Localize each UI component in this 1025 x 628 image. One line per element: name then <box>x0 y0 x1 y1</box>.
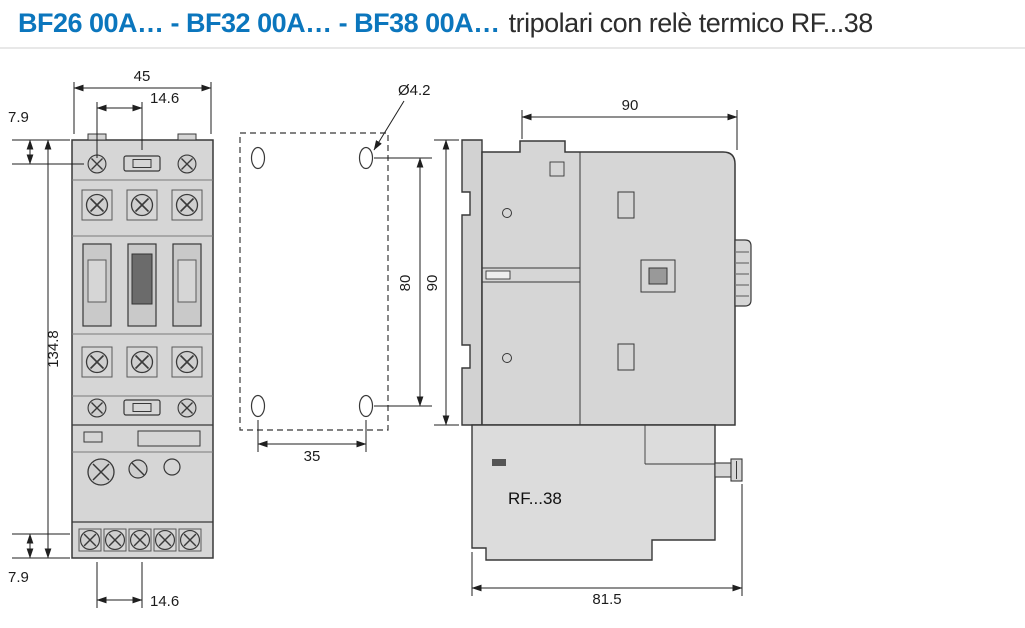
dimension-offset-bottom-14-6: 14.6 <box>96 562 179 610</box>
drilling-plan-drawing <box>239 132 389 431</box>
fixing-hole <box>358 146 374 170</box>
screw-icon <box>175 193 199 217</box>
screw-icon <box>129 529 151 551</box>
front-view-dimensions: 45 14.6 7.9 134.8 7.9 <box>8 68 212 610</box>
dim-label-height: 134.8 <box>45 330 62 368</box>
dim-label-side-height: 90 <box>424 275 441 292</box>
dim-label-margin-top: 7.9 <box>8 109 29 126</box>
relay-reset-button <box>128 459 148 479</box>
dimension-horizontal-pitch-35: 35 <box>257 420 367 465</box>
screw-icon <box>154 529 176 551</box>
screw-icon <box>130 193 154 217</box>
side-view-dimensions: 90 90 81.5 <box>424 97 743 608</box>
dimension-hole-diameter: Ø4.2 <box>373 82 431 151</box>
relay-label: RF...38 <box>508 489 562 508</box>
mounting-flange <box>461 139 483 426</box>
screw-icon <box>85 193 109 217</box>
screw-icon <box>177 398 197 418</box>
dimension-offset-top-14-6: 14.6 <box>96 90 179 158</box>
dimension-height-134-8: 134.8 <box>12 139 70 559</box>
dim-label-offset-bottom: 14.6 <box>150 593 179 610</box>
contactor-side-body <box>481 140 736 426</box>
screw-icon <box>104 529 126 551</box>
relay-adjust-dial <box>87 458 115 486</box>
dimension-side-height-90: 90 <box>424 139 459 426</box>
dimension-side-width-90: 90 <box>521 97 738 150</box>
relay-test-button <box>163 458 181 476</box>
bottom-latch <box>123 399 161 416</box>
screw-icon <box>79 529 101 551</box>
dim-label-hole-diameter: Ø4.2 <box>398 82 431 99</box>
relay-marker <box>492 459 506 466</box>
screw-icon <box>175 350 199 374</box>
screw-icon <box>177 154 197 174</box>
screw-icon <box>130 350 154 374</box>
dimension-side-depth-81-5: 81.5 <box>471 484 743 608</box>
dim-label-margin-bottom: 7.9 <box>8 569 29 586</box>
center-pole <box>131 253 153 305</box>
relay-terminal-screw <box>714 462 732 478</box>
dim-label-horizontal-pitch: 35 <box>304 448 321 465</box>
drilling-plan-dimensions: Ø4.2 80 35 <box>257 82 432 465</box>
drilling-plan-outline <box>239 132 389 431</box>
side-view-drawing: RF...38 <box>461 139 752 561</box>
title-model-codes: BF26 00A… - BF32 00A… - BF38 00A… <box>18 8 500 38</box>
dim-label-vertical-pitch: 80 <box>397 275 414 292</box>
dimension-width-45: 45 <box>73 68 212 134</box>
title-subtitle: tripolari con relè termico RF...38 <box>508 8 874 38</box>
side-terminal-block <box>734 239 752 307</box>
top-latch <box>123 155 161 172</box>
dim-label-side-width: 90 <box>622 97 639 114</box>
page-title: BF26 00A… - BF32 00A… - BF38 00A… tripola… <box>18 8 1015 39</box>
fixing-hole <box>250 146 266 170</box>
fixing-hole <box>358 394 374 418</box>
dim-label-width: 45 <box>134 68 151 85</box>
screw-icon <box>87 398 107 418</box>
dimension-vertical-pitch-80: 80 <box>374 157 432 407</box>
dim-label-offset-top: 14.6 <box>150 90 179 107</box>
screw-icon <box>85 350 109 374</box>
front-view-drawing <box>71 133 214 559</box>
screw-icon <box>179 529 201 551</box>
fixing-hole <box>250 394 266 418</box>
dimension-margin-bottom-7-9: 7.9 <box>8 533 70 586</box>
dim-label-side-depth: 81.5 <box>592 591 621 608</box>
